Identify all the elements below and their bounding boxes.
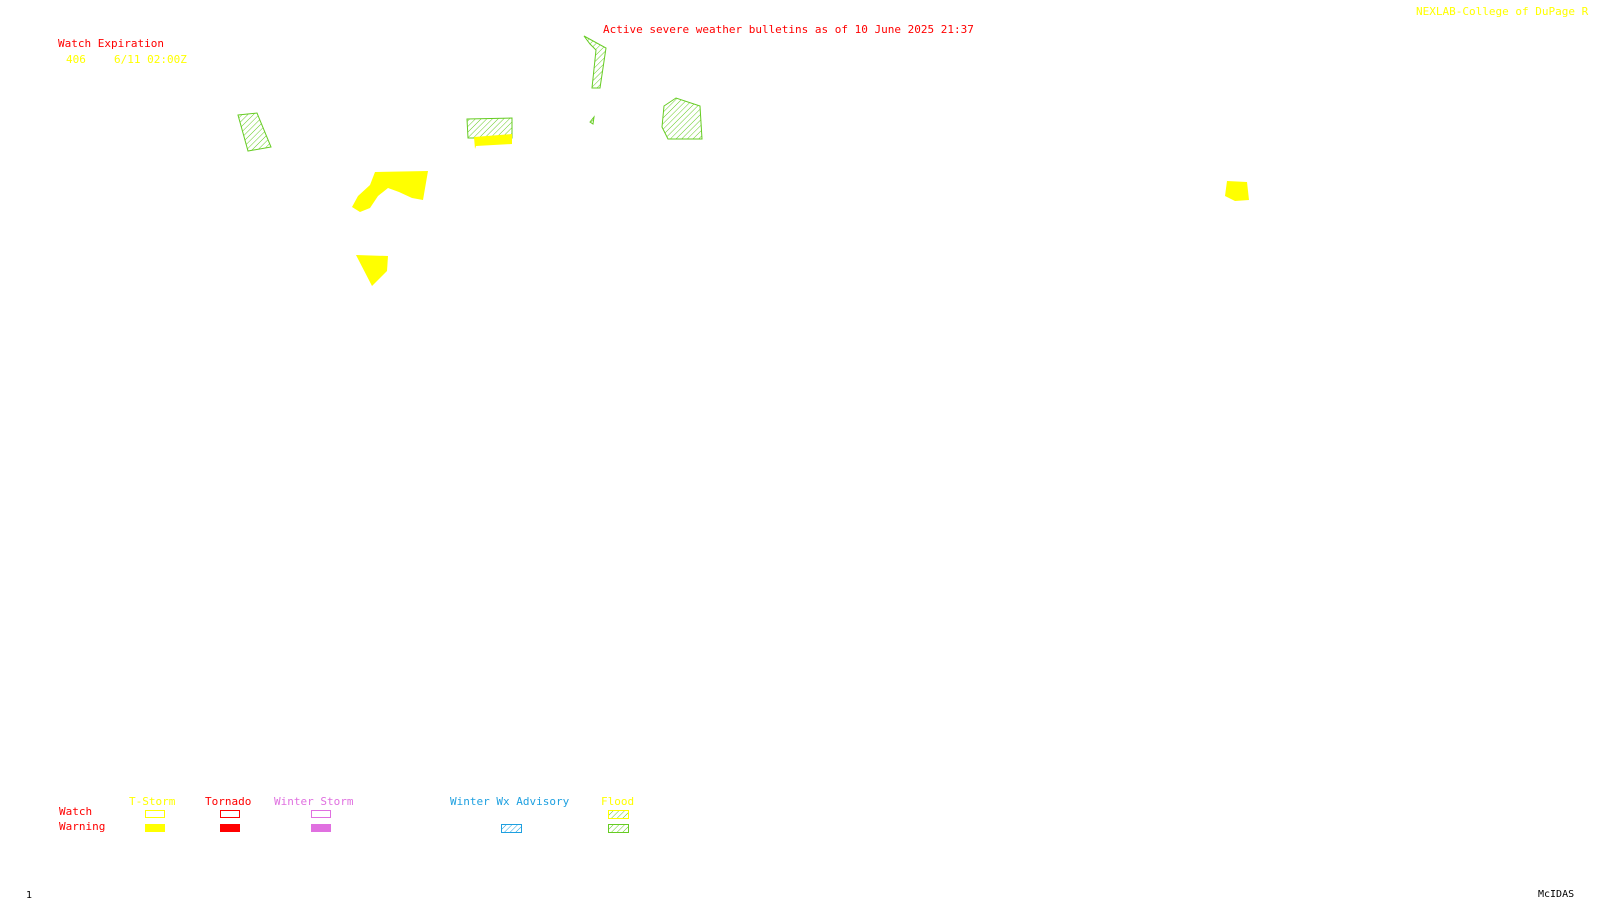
flood-warning-polygon[interactable] [237, 112, 272, 152]
legend-tstorm-watch-swatch [145, 810, 165, 818]
legend-warning-row-label: Warning [59, 820, 106, 833]
flood-warning-polygon[interactable] [589, 115, 595, 125]
legend-winter-storm-label: Winter Storm [274, 795, 354, 808]
legend-winter-advisory-swatch [501, 824, 522, 833]
watch-expires-time: 6/11 02:00Z [114, 53, 187, 66]
flood-warning-polygon[interactable] [661, 97, 703, 140]
legend-tstorm-warning-swatch [145, 824, 165, 832]
tstorm-warning-polygon[interactable] [1225, 181, 1249, 201]
tstorm-warning-polygon[interactable] [352, 171, 428, 212]
flood-warning-polygon[interactable] [583, 35, 607, 89]
tstorm-warning-polygon[interactable] [356, 255, 388, 286]
legend-flood-watch-swatch [608, 810, 629, 819]
legend-tstorm-label: T-Storm [129, 795, 176, 808]
credit-label: NEXLAB-College of DuPage R [1416, 5, 1589, 18]
software-label: McIDAS [1538, 889, 1575, 900]
bulletin-title: Active severe weather bulletins as of 10… [603, 23, 974, 36]
frame-number: 1 [26, 890, 33, 901]
legend-winter-storm-watch-swatch [311, 810, 331, 818]
legend-winter-advisory-label: Winter Wx Advisory [450, 795, 570, 808]
legend-flood-warning-swatch [608, 824, 629, 833]
watch-number: 406 [66, 53, 86, 66]
watch-expiration-heading: Watch Expiration [58, 37, 164, 50]
legend-tornado-label: Tornado [205, 795, 252, 808]
legend-flood-label: Flood [601, 795, 635, 808]
legend-watch-row-label: Watch [59, 805, 93, 818]
legend-tornado-warning-swatch [220, 824, 240, 832]
tstorm-warning-polygon[interactable] [474, 134, 512, 149]
legend-winter-storm-warning-swatch [311, 824, 331, 832]
legend-tornado-watch-swatch [220, 810, 240, 818]
